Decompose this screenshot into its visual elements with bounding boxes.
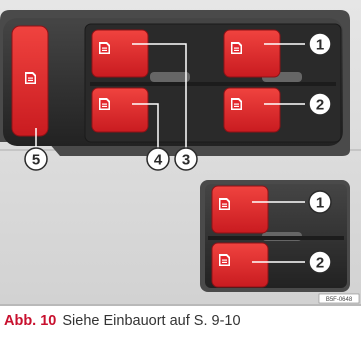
svg-text:5: 5 bbox=[32, 152, 40, 169]
driver-switch-panel bbox=[0, 10, 350, 156]
passenger-window-button-front[interactable] bbox=[211, 185, 269, 234]
image-code: B5F-0648 bbox=[318, 293, 360, 304]
window-button-rear-right[interactable] bbox=[223, 87, 281, 133]
child-lock-button[interactable] bbox=[11, 25, 49, 137]
window-button-front-left[interactable] bbox=[91, 29, 149, 78]
callout-2-lower: 2 bbox=[308, 250, 332, 274]
leader-lines bbox=[35, 43, 305, 263]
callout-2-upper: 2 bbox=[308, 92, 332, 116]
window-button-front-right[interactable] bbox=[223, 29, 281, 78]
svg-text:2: 2 bbox=[316, 255, 324, 272]
caption-text: Siehe Einbauort auf S. 9-10 bbox=[62, 313, 241, 329]
svg-text:4: 4 bbox=[154, 152, 163, 169]
callout-3: 3 bbox=[174, 147, 198, 171]
svg-text:2: 2 bbox=[316, 97, 324, 114]
svg-text:B5F-0648: B5F-0648 bbox=[326, 297, 353, 303]
passenger-window-button-rear[interactable] bbox=[211, 242, 269, 288]
figure-label: Abb. 10 bbox=[4, 313, 57, 329]
window-button-rear-left[interactable] bbox=[91, 87, 149, 133]
svg-text:1: 1 bbox=[316, 37, 324, 54]
window-switch-illustration: 1 2 3 4 5 1 2 B5F-0648 bbox=[0, 0, 361, 304]
callout-1-upper: 1 bbox=[308, 32, 332, 56]
callout-4: 4 bbox=[146, 147, 170, 171]
callout-5: 5 bbox=[24, 147, 48, 171]
svg-text:3: 3 bbox=[182, 152, 190, 169]
svg-text:1: 1 bbox=[316, 195, 324, 212]
figure-caption: Abb. 10 Siehe Einbauort auf S. 9-10 bbox=[0, 304, 361, 340]
callout-1-lower: 1 bbox=[308, 190, 332, 214]
